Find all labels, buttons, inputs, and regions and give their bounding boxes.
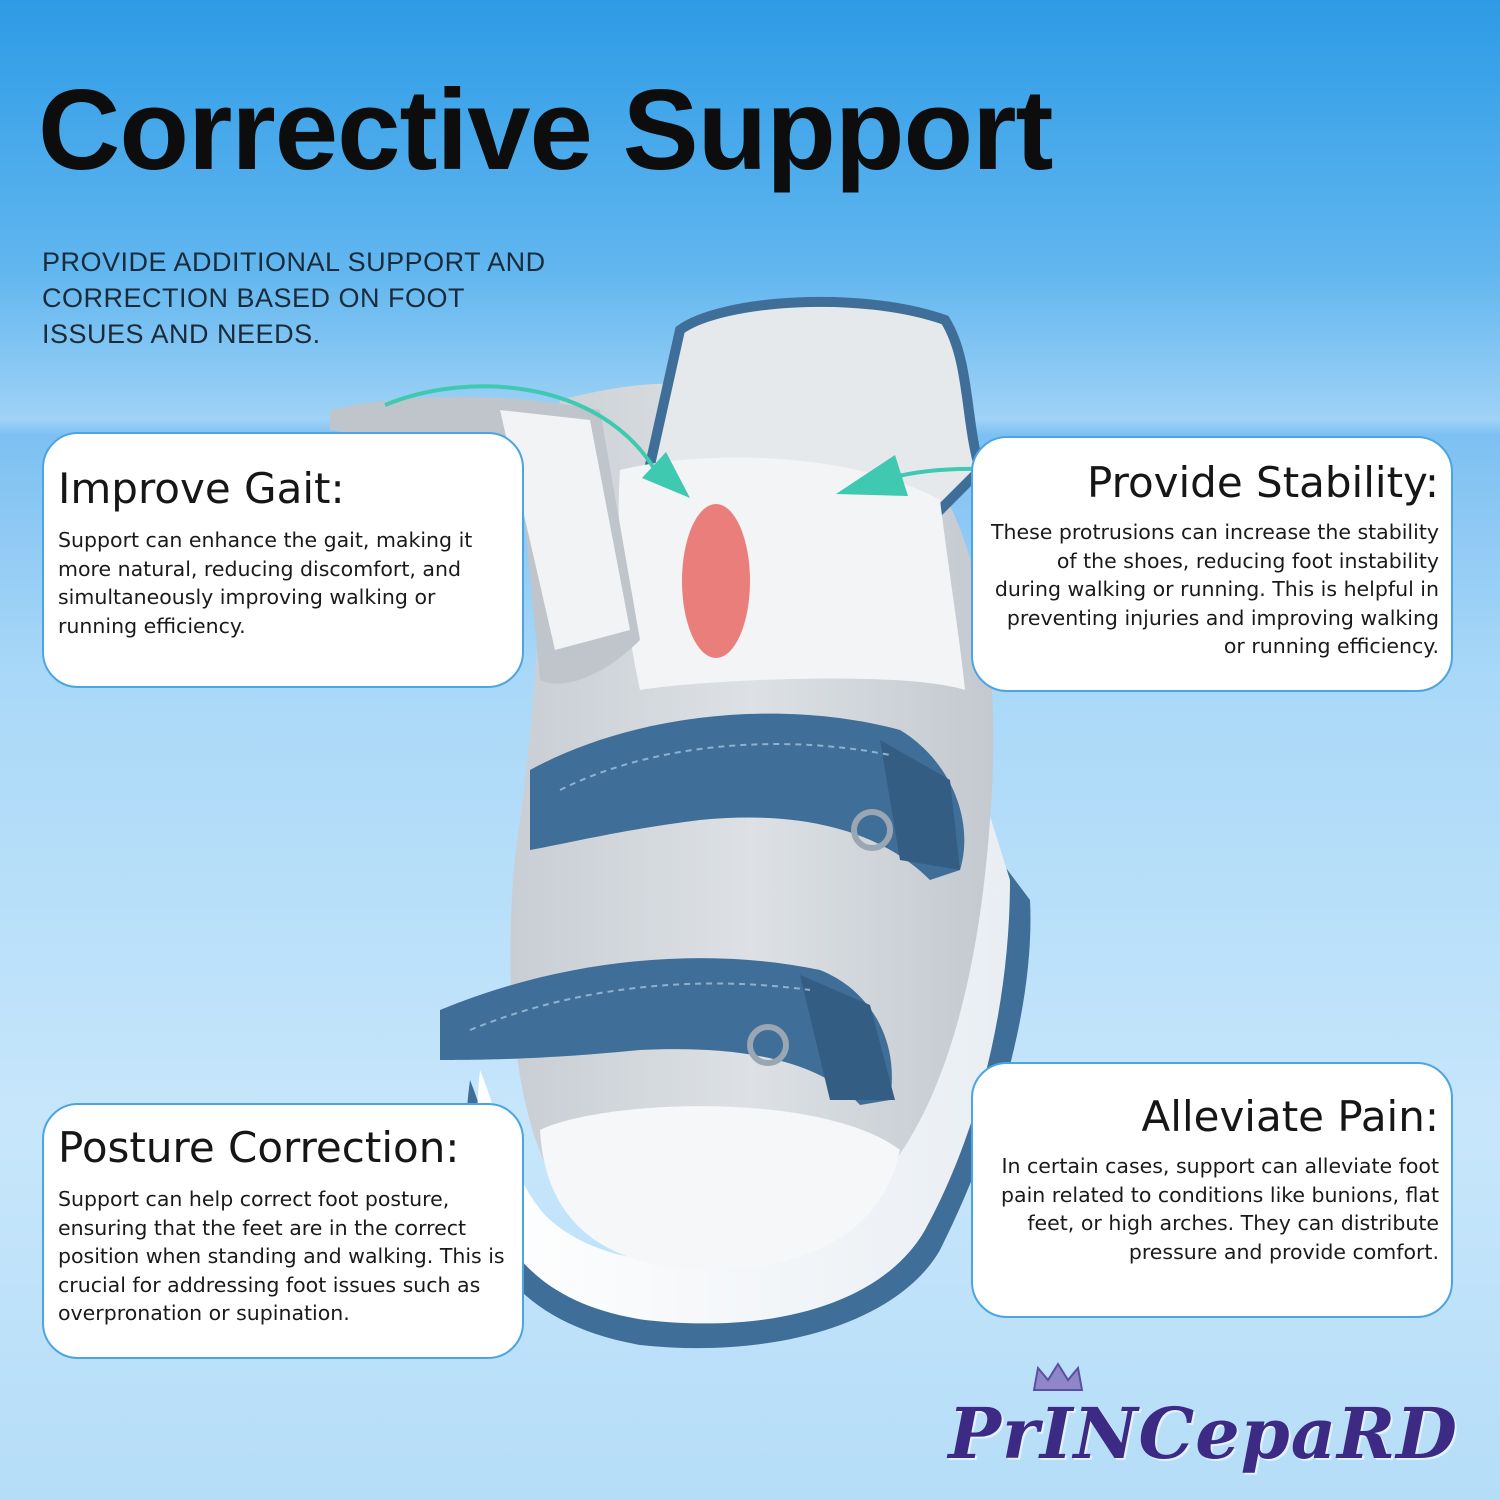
brand-logo: PrINCepaRD [948,1392,1458,1475]
alleviate-pain-heading: Alleviate Pain: [1141,1092,1439,1141]
provide-stability-heading: Provide Stability: [1087,458,1439,507]
improve-gait-heading: Improve Gait: [58,464,345,513]
arrow-head-left [642,452,690,498]
alleviate-pain-card: Alleviate Pain: In certain cases, suppor… [971,1062,1453,1318]
improve-gait-card: Improve Gait: Support can enhance the ga… [42,432,524,688]
toe-opening [540,1106,900,1270]
improve-gait-body: Support can enhance the gait, making it … [58,528,473,638]
strap-buckle-lower [747,1024,789,1066]
posture-correction-heading: Posture Correction: [58,1123,460,1172]
lower-strap [440,958,892,1105]
posture-correction-card: Posture Correction: Support can help cor… [42,1103,524,1359]
footbed-opening [618,457,965,690]
arrow-head-right [836,455,908,496]
page-subtitle: PROVIDE ADDITIONAL SUPPORT AND CORRECTIO… [42,247,546,349]
alleviate-pain-body: In certain cases, support can alleviate … [1001,1154,1439,1264]
arrow-to-spot-left [384,384,657,472]
strap-buckle-upper [851,809,893,851]
posture-correction-body: Support can help correct foot posture, e… [58,1187,505,1326]
support-highlight-spot [682,504,750,658]
upper-strap [530,713,965,880]
provide-stability-body: These protrusions can increase the stabi… [990,520,1439,659]
page-title: Corrective Support [38,67,1054,194]
provide-stability-card: Provide Stability: These protrusions can… [971,436,1453,692]
crown-icon [1032,1362,1084,1391]
